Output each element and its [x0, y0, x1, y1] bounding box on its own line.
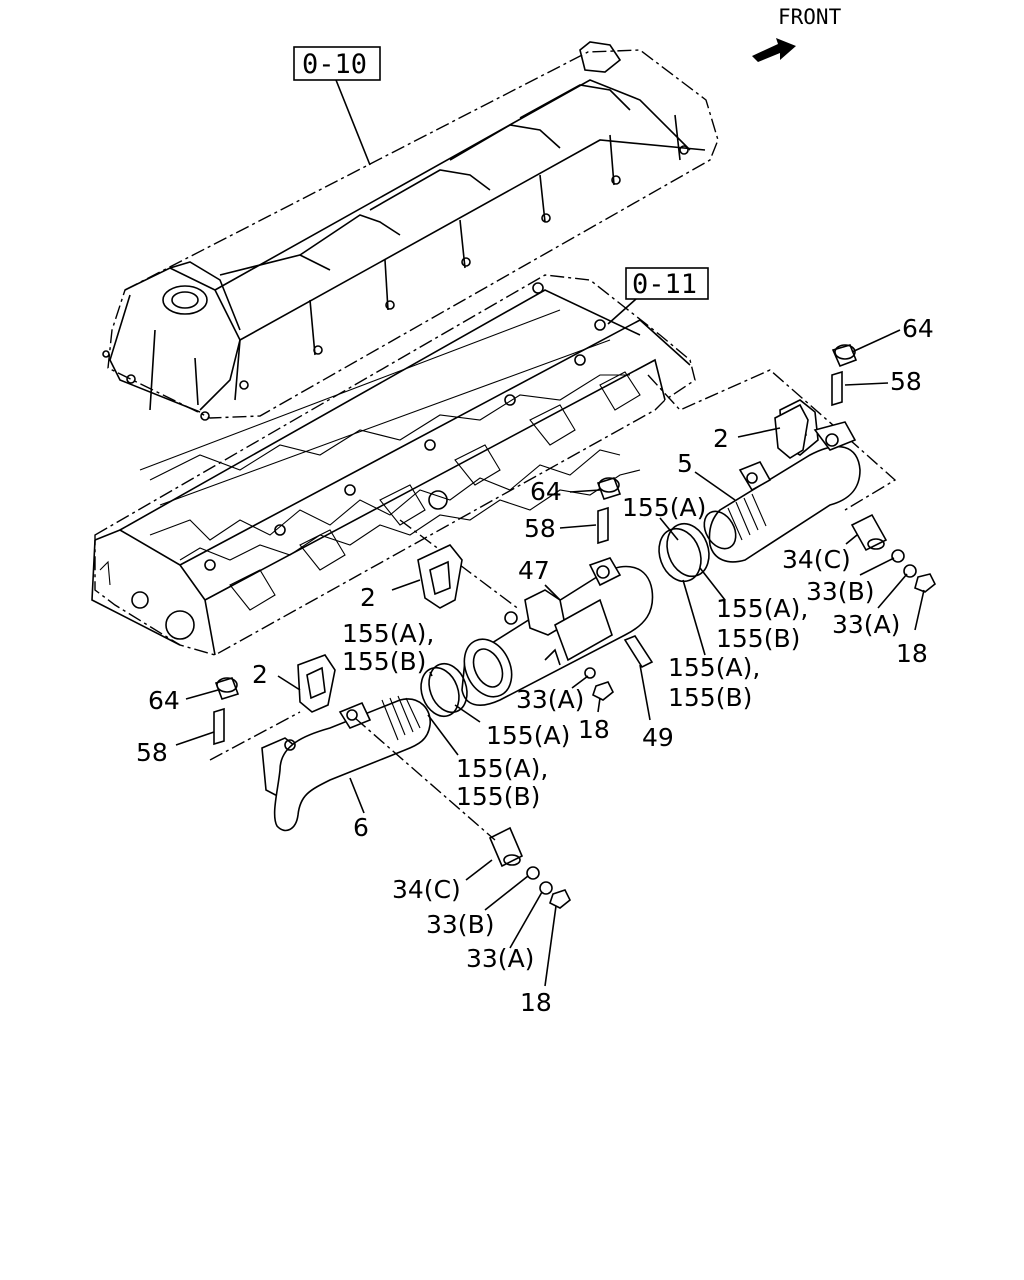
- label-18-right: 18: [896, 639, 928, 668]
- washer-33a-mid[interactable]: [584, 667, 596, 679]
- ref-box-cylinder-head-label: 0-11: [632, 269, 697, 300]
- assembly-line-bottom: [354, 717, 496, 841]
- label-33a-right: 33(A): [832, 610, 900, 639]
- flange-nut-rear[interactable]: [831, 344, 858, 368]
- gasket-rear[interactable]: [774, 403, 809, 459]
- nut-18-right[interactable]: [914, 573, 937, 593]
- flange-nut-front[interactable]: [214, 677, 240, 700]
- label-34c-bottom: 34(C): [392, 875, 461, 904]
- label-33a-bottom: 33(A): [466, 944, 534, 973]
- ref-box-rocker-cover[interactable]: 0-10: [293, 46, 381, 81]
- label-58-mid: 58: [524, 514, 556, 543]
- washer-33a-bottom[interactable]: [539, 881, 553, 895]
- label-58-top: 58: [890, 367, 922, 396]
- nut-18-mid[interactable]: [592, 681, 615, 701]
- label-18-bottom: 18: [520, 988, 552, 1017]
- label-64-top: 64: [902, 314, 934, 343]
- label-155-low-line2: 155(B): [456, 782, 540, 811]
- pin-49[interactable]: [623, 635, 654, 669]
- label-155-left-line2: 155(B): [342, 647, 426, 676]
- leader-cylinder-head: [607, 298, 637, 325]
- sleeve-34c-right[interactable]: [850, 513, 888, 552]
- label-155a-left: 155(A): [486, 721, 570, 750]
- flange-nut-center[interactable]: [596, 477, 622, 500]
- label-155-left-line1: 155(A),: [342, 619, 434, 648]
- front-label: FRONT: [778, 5, 842, 29]
- label-155-low-line1: 155(A),: [456, 754, 548, 783]
- cylinder-head: [91, 274, 696, 656]
- seal-ring-pair-rear[interactable]: [652, 518, 716, 587]
- ref-box-cylinder-head[interactable]: 0-11: [625, 267, 709, 300]
- leader-rocker-cover: [335, 79, 371, 166]
- label-2-left: 2: [252, 660, 268, 689]
- stud-front[interactable]: [213, 707, 225, 746]
- pipe-center[interactable]: [455, 557, 654, 706]
- pipe-front[interactable]: [261, 695, 431, 832]
- label-64-mid: 64: [530, 477, 562, 506]
- label-33b-right: 33(B): [806, 577, 874, 606]
- label-58-left: 58: [136, 738, 168, 767]
- label-2-right: 2: [713, 424, 729, 453]
- washer-33b-bottom[interactable]: [526, 866, 540, 880]
- seal-ring-pair-front[interactable]: [415, 658, 474, 721]
- nut-18-bottom[interactable]: [549, 889, 572, 909]
- label-5: 5: [677, 449, 693, 478]
- label-33b-bottom: 33(B): [426, 910, 494, 939]
- label-155a-top: 155(A): [622, 493, 706, 522]
- rocker-cover: [102, 41, 719, 421]
- stud-center[interactable]: [597, 506, 609, 545]
- washer-33b-right[interactable]: [891, 549, 905, 563]
- label-6: 6: [353, 813, 369, 842]
- label-2-mid: 2: [360, 583, 376, 612]
- label-47: 47: [518, 556, 550, 585]
- ref-box-rocker-cover-label: 0-10: [302, 49, 367, 80]
- label-155-mid-line2: 155(B): [716, 624, 800, 653]
- label-155-mid2-line2: 155(B): [668, 683, 752, 712]
- label-49: 49: [642, 723, 674, 752]
- label-33a-mid: 33(A): [516, 685, 584, 714]
- washer-33a-right[interactable]: [903, 564, 917, 578]
- front-arrow-icon: [752, 38, 796, 62]
- label-64-left: 64: [148, 686, 180, 715]
- sleeve-34c-bottom[interactable]: [488, 826, 524, 868]
- label-34c-right: 34(C): [782, 545, 851, 574]
- leader-lines: [175, 329, 925, 987]
- label-155-mid-line1: 155(A),: [716, 594, 808, 623]
- label-155-mid2-line1: 155(A),: [668, 653, 760, 682]
- label-18-mid: 18: [578, 715, 610, 744]
- gasket-center[interactable]: [417, 544, 463, 609]
- stud-rear[interactable]: [831, 370, 843, 407]
- gasket-front[interactable]: [297, 654, 336, 713]
